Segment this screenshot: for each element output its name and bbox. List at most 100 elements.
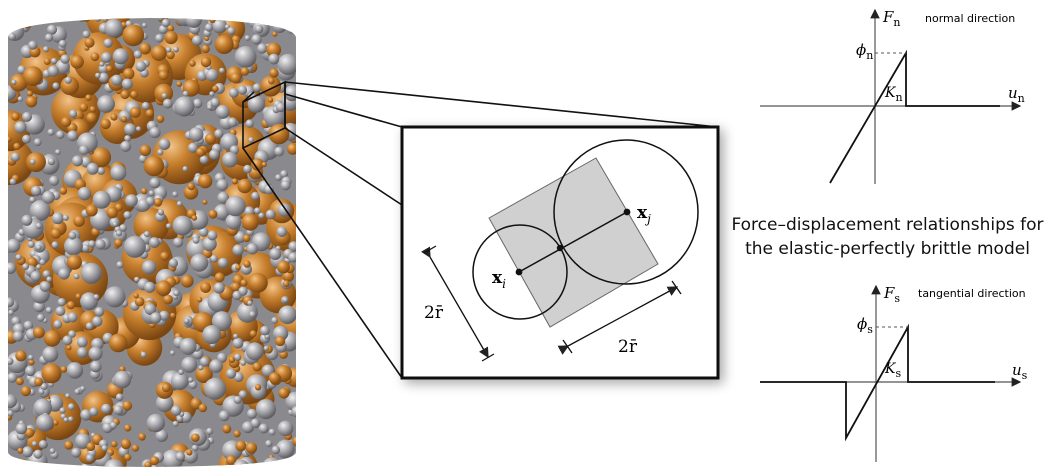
particle-sphere [233, 333, 239, 339]
particle-sphere [204, 133, 217, 145]
particle-sphere [58, 18, 64, 20]
particle-sphere [15, 350, 27, 362]
particle-sphere [169, 350, 176, 356]
particle-sphere [237, 85, 248, 95]
particle-sphere [104, 18, 123, 38]
particle-sphere [275, 439, 295, 459]
particle-sphere [144, 461, 152, 467]
particle-sphere [35, 222, 42, 230]
particle-sphere [17, 96, 23, 102]
tangential-peak-label: ϕs [857, 315, 873, 336]
particle-sphere [235, 440, 247, 452]
particle-sphere [191, 433, 200, 443]
particle-sphere [99, 61, 105, 67]
particle-sphere [89, 407, 99, 417]
particle-sphere [142, 22, 147, 28]
particle-sphere [119, 224, 127, 232]
particle-sphere [155, 429, 168, 443]
particle-sphere [45, 306, 53, 314]
particle-sphere [149, 126, 161, 139]
particle-sphere [85, 454, 94, 463]
particle-sphere [38, 388, 45, 395]
particle-sphere [33, 449, 43, 459]
particle-sphere [27, 240, 35, 248]
particle-sphere [46, 276, 53, 283]
particle-sphere [268, 428, 276, 436]
particle-sphere [114, 238, 123, 248]
particle-sphere [82, 30, 91, 39]
particle-sphere [268, 77, 275, 85]
particle-sphere [8, 262, 17, 274]
particle-sphere [26, 257, 38, 268]
particle-sphere [53, 319, 63, 329]
particle-sphere [76, 336, 88, 348]
particle-sphere [156, 115, 165, 123]
center-i-dot [515, 268, 523, 276]
particle-sphere [252, 83, 262, 92]
particle-sphere [280, 18, 290, 22]
particle-sphere [73, 273, 80, 280]
particle-sphere [39, 281, 51, 292]
particle-sphere [227, 117, 238, 128]
particle-sphere [17, 447, 24, 454]
particle-sphere [199, 356, 210, 367]
particle-sphere [86, 442, 96, 452]
particle-sphere [190, 253, 209, 272]
particle-sphere [93, 294, 100, 300]
particle-j-circle [553, 139, 699, 285]
particle-sphere [209, 91, 215, 97]
tangential-x-label: us [1012, 361, 1028, 382]
particle-sphere [266, 42, 282, 58]
particle-sphere [261, 161, 267, 168]
particle-sphere [134, 296, 145, 307]
particle-sphere [90, 52, 100, 62]
particle-sphere [42, 270, 51, 279]
particle-sphere [52, 420, 59, 426]
particle-sphere [245, 342, 264, 361]
particle-sphere [268, 97, 274, 103]
particle-sphere [226, 368, 237, 379]
particle-sphere [284, 85, 296, 102]
particle-sphere [64, 236, 83, 256]
normal-title: normal direction [925, 12, 1015, 25]
particle-sphere [249, 311, 256, 318]
particle-sphere [232, 244, 244, 256]
particle-sphere [204, 35, 210, 42]
particle-sphere [68, 231, 77, 240]
particle-sphere [282, 297, 289, 303]
particle-sphere [196, 296, 203, 303]
particle-sphere [8, 297, 15, 308]
particle-sphere [51, 57, 58, 65]
particle-sphere [138, 433, 146, 441]
particle-sphere [271, 445, 281, 455]
particle-sphere [167, 25, 175, 32]
particle-sphere [247, 272, 268, 293]
particle-sphere [40, 383, 48, 391]
particle-sphere [292, 436, 296, 447]
particle-sphere [67, 403, 75, 411]
dimension-bottom-label: 2r̄ [618, 337, 638, 357]
particle-sphere [80, 409, 92, 421]
particle-sphere [66, 254, 82, 270]
particle-sphere [150, 456, 160, 466]
particle-sphere [133, 293, 139, 299]
particle-sphere [50, 228, 62, 239]
particle-sphere [207, 230, 218, 241]
particle-sphere [209, 359, 223, 373]
particle-sphere [39, 259, 46, 266]
particle-sphere [108, 333, 128, 353]
particle-sphere [59, 187, 68, 195]
particle-sphere [173, 290, 180, 297]
particle-sphere [291, 405, 296, 418]
particle-sphere [71, 155, 83, 167]
particle-sphere [29, 200, 51, 221]
particle-sphere [139, 42, 152, 55]
particle-sphere [192, 35, 203, 46]
particle-sphere [94, 18, 102, 22]
particle-sphere [233, 430, 241, 438]
particle-sphere [173, 46, 179, 53]
particle-sphere [120, 90, 130, 100]
particle-sphere [103, 459, 125, 467]
particle-sphere [287, 143, 296, 155]
particle-sphere [268, 372, 281, 384]
